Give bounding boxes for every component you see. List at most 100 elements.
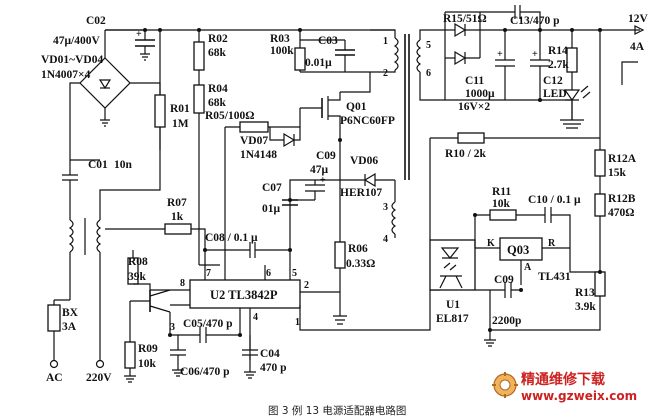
label-u1: U1: [446, 299, 460, 311]
resistor-r12b: [594, 193, 606, 272]
label-c10: C10 / 0.1 μ: [528, 194, 581, 206]
label-tl431: TL431: [538, 271, 571, 283]
pin-t2: 2: [383, 68, 388, 79]
label-bx: BX: [62, 307, 79, 319]
value-c09b: 2200p: [492, 315, 521, 327]
hv-rail: [104, 29, 395, 58]
label-c09b: C09: [494, 274, 514, 286]
value-vd06: HER107: [340, 187, 382, 199]
label-c02: C02: [86, 15, 106, 27]
figure-caption: 图 3 例 13 电源适配器电路图: [268, 404, 406, 417]
resistor-r09: [124, 330, 136, 383]
watermark-title: 精通维修下载: [521, 371, 605, 388]
svg-text:+: +: [497, 49, 503, 60]
label-r09: R09: [138, 343, 158, 355]
capacitor-c13: [510, 5, 541, 30]
label-r10: R10 / 2k: [445, 148, 487, 160]
resistor-r04: [193, 84, 220, 266]
value-u1: EL817: [436, 313, 469, 325]
label-c07: C07: [262, 182, 282, 194]
label-ac: AC: [46, 372, 63, 384]
pin-t1: 1: [383, 36, 388, 47]
capacitor-c08: [205, 242, 290, 258]
value-r11: 10k: [492, 198, 511, 210]
watermark-url: www.gzweix.com: [521, 389, 637, 403]
pin-u2-2: 2: [304, 280, 309, 291]
value-c01: 10n: [114, 159, 133, 171]
value-r03: 100k: [270, 45, 294, 57]
label-r01: R01: [170, 103, 190, 115]
label-r03: R03: [270, 33, 290, 45]
capacitor-c09: +: [305, 175, 326, 200]
junction-dots: [143, 28, 602, 337]
snubber-r03-c03: [294, 30, 370, 73]
resistor-r14: [566, 30, 578, 90]
pin-u2-8: 8: [180, 278, 185, 289]
label-r05: R05/100Ω: [205, 110, 254, 122]
label-q03: Q03: [507, 243, 529, 257]
pin-u2-4: 4: [253, 312, 258, 323]
pin-u2-7: 7: [206, 268, 211, 279]
value-c03: 0.01μ: [305, 57, 332, 69]
capacitor-c04: [242, 335, 258, 379]
label-vd06: VD06: [350, 155, 378, 167]
label-c12: C12: [543, 75, 563, 87]
label-c04: C04: [260, 348, 280, 360]
resistor-r06: [333, 140, 347, 325]
resistor-r12a: [594, 30, 606, 194]
label-4a: 4A: [630, 41, 645, 53]
value-vd01-vd04: 1N4007×4: [41, 69, 91, 81]
label-r15: R15/51Ω: [443, 13, 487, 25]
label-r12a: R12A: [608, 153, 637, 165]
value-c07: 01μ: [262, 203, 281, 215]
value-r02: 68k: [208, 47, 227, 59]
value-r13: 3.9k: [575, 301, 596, 313]
capacitor-c11: +: [495, 30, 515, 100]
resistor-r07: [99, 205, 206, 265]
mosfet-q01: [300, 72, 371, 140]
capacitor-c10: [540, 207, 571, 248]
regulator-q03: [499, 237, 600, 285]
label-r12b: R12B: [608, 193, 636, 205]
led-indicator: [540, 85, 591, 129]
value-r12b: 470Ω: [608, 207, 634, 219]
capacitor-c12: +: [530, 30, 550, 100]
resistor-r10: [429, 132, 600, 240]
u2-pins: [170, 265, 405, 360]
label-r: R: [548, 238, 556, 249]
label-c09: C09: [316, 150, 336, 162]
label-vd07: VD07: [240, 135, 268, 147]
aux-winding: [391, 180, 397, 238]
label-r11: R11: [492, 186, 511, 198]
label-c03: C03: [318, 35, 338, 47]
value-c04: 470 p: [260, 362, 287, 374]
label-a: A: [524, 262, 532, 273]
optocoupler-u1: [429, 215, 500, 291]
label-220v: 220V: [86, 372, 112, 384]
value-c02: 47μ/400V: [53, 35, 100, 47]
label-r07: R07: [167, 197, 187, 209]
label-vd01-vd04: VD01~VD04: [41, 54, 103, 66]
label-c11: C11: [465, 75, 484, 87]
pin-t3: 3: [383, 202, 388, 213]
load-pulse: [621, 61, 638, 85]
capacitor-c05: [170, 327, 240, 343]
label-r02: R02: [208, 33, 228, 45]
capacitor-c09b: [475, 282, 521, 347]
label-r04: R04: [208, 83, 228, 95]
resistor-r02: [193, 30, 205, 85]
svg-text:+: +: [532, 49, 538, 60]
label-k: K: [487, 238, 495, 249]
value-c11: 1000μ: [465, 88, 495, 100]
transformer-secondary: [416, 29, 540, 101]
value-r07: 1k: [171, 211, 184, 223]
label-q01: Q01: [346, 101, 367, 113]
watermark-logo: [492, 372, 518, 398]
pin-t4: 4: [383, 234, 388, 245]
pin-t5: 5: [426, 40, 431, 51]
pin-u2-6: 6: [266, 268, 271, 279]
value-r06: 0.33Ω: [346, 258, 375, 270]
value-r12a: 15k: [608, 167, 627, 179]
